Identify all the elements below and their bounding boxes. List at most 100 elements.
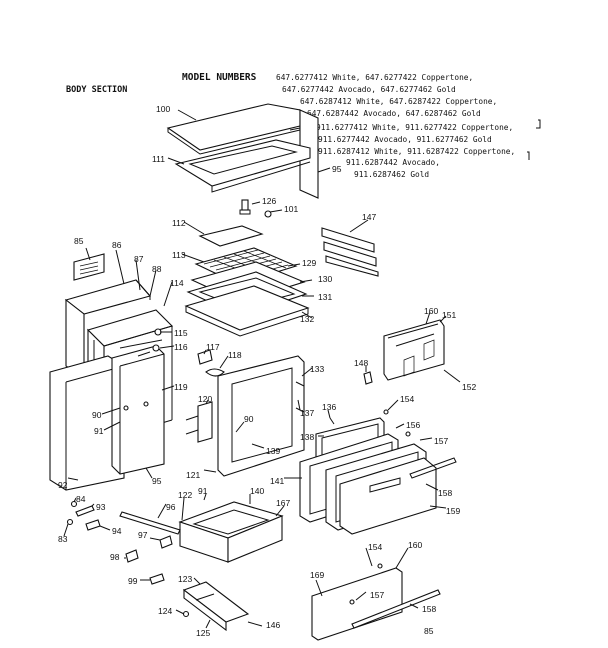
callout-113: 113	[172, 250, 186, 260]
callout-126: 126	[262, 196, 276, 206]
callout-118: 118	[228, 350, 242, 360]
callout-112: 112	[172, 218, 186, 228]
part-148	[363, 371, 373, 385]
header-bracket	[527, 151, 530, 160]
callout-87: 87	[134, 254, 144, 264]
callout-148: 148	[354, 358, 368, 368]
side-trim-147	[321, 227, 379, 277]
kick-plate	[149, 573, 250, 632]
model-line: 647.6277442 Avocado, 647.6277462 Gold	[282, 85, 456, 94]
callout-99: 99	[128, 576, 138, 586]
callout-92: 92	[58, 480, 68, 490]
callout-94: 94	[112, 526, 122, 536]
page-code: 85	[424, 626, 434, 636]
cooktop-frame	[174, 139, 311, 193]
tray-112	[198, 225, 264, 247]
callout-157: 157	[370, 590, 384, 600]
callout-154: 154	[368, 542, 382, 552]
callout-147: 147	[362, 212, 376, 222]
callout-140: 140	[250, 486, 264, 496]
model-line: 911.6277412 White, 911.6277422 Copperton…	[316, 123, 514, 132]
callout-122: 122	[178, 490, 192, 500]
rail-96	[119, 511, 181, 535]
callout-146: 146	[266, 620, 280, 630]
callout-158: 158	[422, 604, 436, 614]
model-line: 911.6277442 Avocado, 911.6277462 Gold	[318, 135, 492, 144]
callout-129: 129	[302, 258, 316, 268]
callout-125: 125	[196, 628, 210, 638]
callout-137: 137	[300, 408, 314, 418]
screw-136	[329, 417, 335, 425]
callout-138: 138	[300, 432, 314, 442]
callout-152: 152	[462, 382, 476, 392]
callout-91: 91	[198, 486, 208, 496]
callout-90: 90	[244, 414, 254, 424]
callout-130: 130	[318, 274, 332, 284]
model-line: 647.6277412 White, 647.6277422 Copperton…	[276, 73, 474, 82]
callout-132: 132	[300, 314, 314, 324]
outer-door	[299, 433, 457, 535]
callout-154: 154	[400, 394, 414, 404]
callout-100: 100	[156, 104, 170, 114]
callout-91: 91	[94, 426, 104, 436]
callout-141: 141	[270, 476, 284, 486]
callout-160: 160	[424, 306, 438, 316]
callout-98: 98	[110, 552, 120, 562]
side-panel	[49, 345, 165, 491]
pan-stack	[184, 261, 310, 337]
leader-lines	[63, 109, 461, 629]
callout-114: 114	[170, 278, 184, 288]
callout-156: 156	[406, 420, 420, 430]
callout-93: 93	[96, 502, 106, 512]
plate-85	[73, 253, 105, 281]
callout-120: 120	[198, 394, 212, 404]
callout-84: 84	[76, 494, 86, 504]
callout-101: 101	[284, 204, 298, 214]
callout-115: 115	[174, 328, 188, 338]
callout-95: 95	[332, 164, 342, 174]
callout-111: 111	[152, 154, 165, 164]
callout-119: 119	[174, 382, 188, 392]
callout-158: 158	[438, 488, 452, 498]
model-line: 647.6287412 White, 647.6287422 Copperton…	[300, 97, 498, 106]
callout-85: 85	[74, 236, 84, 246]
callout-121: 121	[186, 470, 200, 480]
callout-124: 124	[158, 606, 172, 616]
callout-167: 167	[276, 498, 290, 508]
callout-169: 169	[310, 570, 324, 580]
callout-83: 83	[58, 534, 68, 544]
callout-90: 90	[92, 410, 102, 420]
control-panel	[383, 319, 445, 381]
model-line: 647.6287442 Avocado, 647.6287462 Gold	[307, 109, 481, 118]
callout-139: 139	[266, 446, 280, 456]
hardware-parts	[66, 500, 173, 563]
callout-117: 117	[206, 342, 220, 352]
callout-160: 160	[408, 540, 422, 550]
callout-97: 97	[138, 530, 148, 540]
door-frame	[185, 355, 305, 477]
small-parts	[119, 328, 225, 377]
callout-159: 159	[446, 506, 460, 516]
callout-96: 96	[166, 502, 176, 512]
model-line: 911.6287442 Avocado,	[346, 158, 440, 167]
callout-151: 151	[442, 310, 456, 320]
callout-157: 157	[434, 436, 448, 446]
knob-part	[239, 199, 272, 218]
body-section-label: BODY SECTION	[66, 85, 128, 95]
warming-drawer-panel	[311, 563, 441, 641]
callout-86: 86	[112, 240, 122, 250]
header-bracket	[536, 119, 541, 129]
callout-123: 123	[178, 574, 192, 584]
callout-131: 131	[318, 292, 332, 302]
callout-133: 133	[310, 364, 324, 374]
storage-drawer	[178, 501, 284, 563]
callout-116: 116	[174, 342, 188, 352]
model-line: 911.6287412 White, 911.6287422 Copperton…	[318, 147, 516, 156]
callout-88: 88	[152, 264, 162, 274]
model-line: 911.6287462 Gold	[354, 170, 430, 179]
model-numbers-title: MODEL NUMBERS	[182, 72, 257, 83]
callout-95: 95	[152, 476, 162, 486]
